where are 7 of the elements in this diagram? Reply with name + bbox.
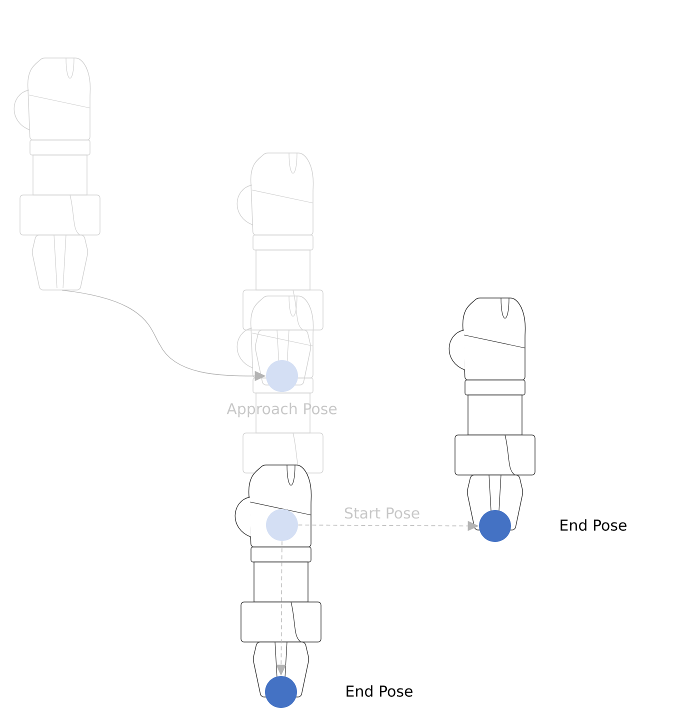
pose-label: End Pose (346, 685, 412, 697)
pose-dot (265, 676, 297, 708)
robot-arm-drawing (14, 58, 100, 290)
pose-label: End Pose (560, 519, 626, 531)
pose-dot (479, 510, 511, 542)
pose-dot (266, 509, 298, 541)
pose-dot (266, 360, 298, 392)
